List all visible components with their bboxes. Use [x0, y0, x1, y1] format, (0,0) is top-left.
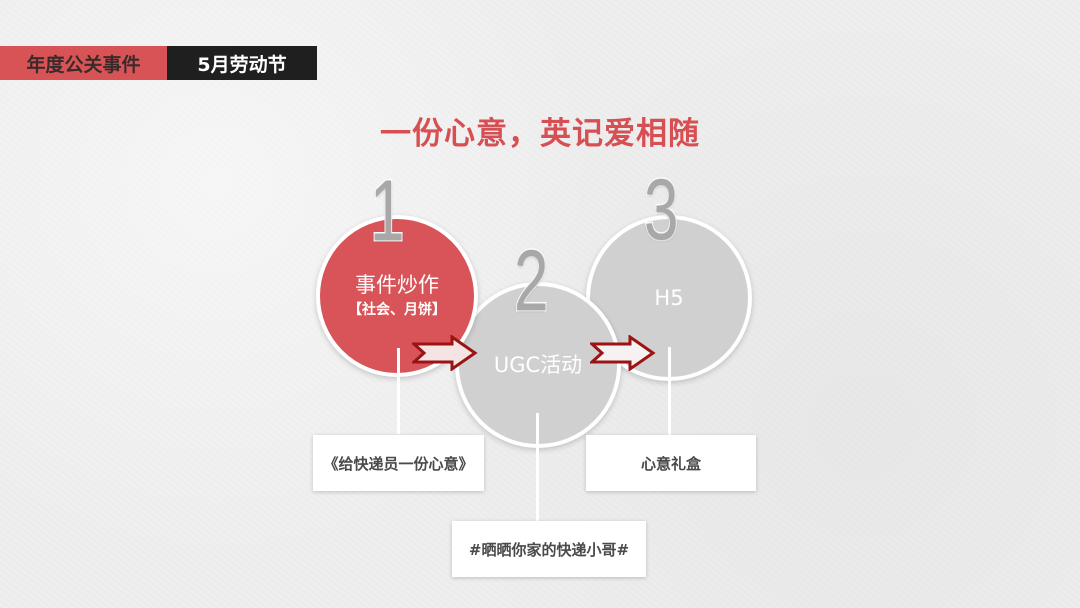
step-2-detail-box: #晒晒你家的快递小哥# — [452, 521, 646, 577]
step-2-detail: #晒晒你家的快递小哥# — [468, 540, 630, 559]
step-3-detail: 心意礼盒 — [640, 454, 701, 473]
category-tag: 年度公关事件 — [0, 46, 167, 80]
step-1-subtitle: 【社会、月饼】 — [348, 301, 446, 318]
arrow-right-icon — [412, 335, 478, 371]
arrow-right-icon — [590, 335, 656, 371]
step-3-number: 3 — [643, 162, 680, 258]
page-title: 一份心意，英记爱相随 — [380, 116, 700, 152]
step-2-title: UGC活动 — [493, 353, 583, 377]
step-3-detail-box: 心意礼盒 — [586, 435, 756, 491]
step-1-number: 1 — [369, 163, 406, 259]
step-2-connector — [536, 413, 539, 521]
step-3-connector — [668, 347, 671, 435]
event-tag: 5月劳动节 — [167, 46, 317, 80]
step-2-number: 2 — [513, 233, 550, 329]
step-1-title: 事件炒作 — [355, 272, 439, 297]
step-1-connector — [397, 348, 400, 434]
step-1-detail: 《给快递员一份心意》 — [323, 454, 474, 473]
step-3-title: H5 — [654, 286, 684, 310]
step-1-detail-box: 《给快递员一份心意》 — [313, 435, 484, 491]
